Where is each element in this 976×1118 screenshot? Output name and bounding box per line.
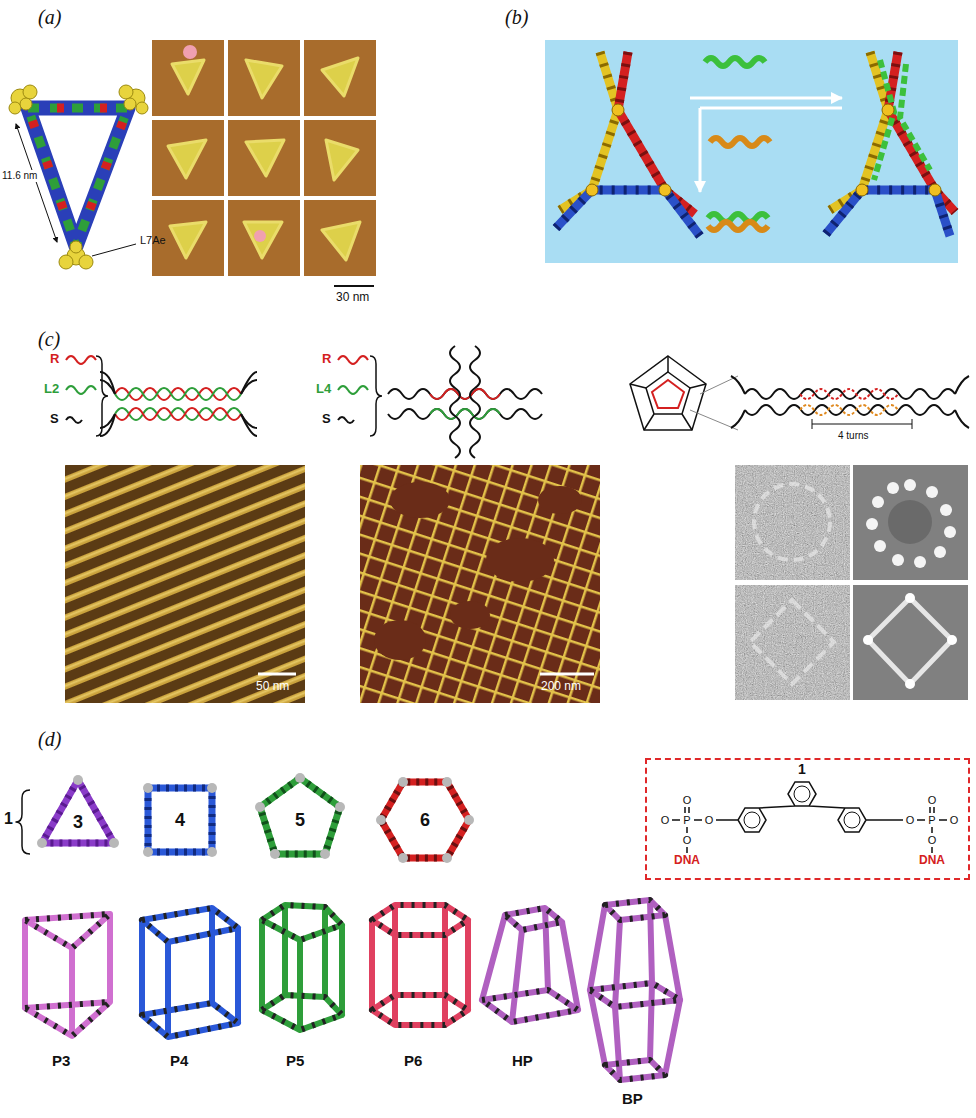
dimension-label: 4 turns xyxy=(838,430,869,442)
atom-label: P xyxy=(683,814,690,827)
microscopy-images xyxy=(65,465,968,703)
strand-label: DNA xyxy=(919,854,945,868)
dynamic-assembly-scheme xyxy=(545,40,958,263)
atom-label: P xyxy=(928,814,935,827)
structure-label: P4 xyxy=(170,1052,188,1069)
strand-label: L4 xyxy=(316,382,331,397)
panel-label: (d) xyxy=(38,728,61,751)
strand-label: R xyxy=(322,352,331,367)
strand-label: S xyxy=(322,412,331,427)
atom-label: O xyxy=(683,794,692,807)
scale-label: 200 nm xyxy=(541,680,581,694)
structure-label: P3 xyxy=(52,1052,70,1069)
structure-box: 1OOPOODNAOOPOODNA xyxy=(645,758,970,880)
structure-label: HP xyxy=(512,1052,533,1069)
component-number: 1 xyxy=(4,810,13,828)
callout-label: L7Ae xyxy=(140,234,166,247)
strand-label: DNA xyxy=(674,854,700,868)
panel-label: (b) xyxy=(505,6,528,29)
strand-label: R xyxy=(50,352,59,367)
dimension-label: 11.6 nm xyxy=(1,170,38,182)
dna-prisms xyxy=(25,900,680,1080)
structure-label: P5 xyxy=(286,1052,304,1069)
dna-rings xyxy=(16,773,474,863)
ring-number: 4 xyxy=(175,810,185,831)
panel-label: (c) xyxy=(38,328,60,351)
atom-label: O xyxy=(661,814,670,827)
atom-label: O xyxy=(683,834,692,847)
scale-label: 50 nm xyxy=(256,680,289,694)
panel-label: (a) xyxy=(38,6,61,29)
atom-label: O xyxy=(928,794,937,807)
tile-schematics xyxy=(66,346,969,458)
scale-label: 30 nm xyxy=(336,291,369,305)
atom-label: O xyxy=(906,814,915,827)
ring-number: 3 xyxy=(73,812,83,833)
atom-label: O xyxy=(928,834,937,847)
strand-label: S xyxy=(50,412,59,427)
afm-image-grid xyxy=(152,40,376,286)
ring-number: 5 xyxy=(295,810,305,831)
structure-label: P6 xyxy=(404,1052,422,1069)
component-number: 1 xyxy=(798,761,806,777)
atom-label: O xyxy=(950,814,959,827)
ring-number: 6 xyxy=(420,810,430,831)
structure-label: BP xyxy=(622,1090,643,1107)
strand-label: L2 xyxy=(44,382,59,397)
atom-label: O xyxy=(705,814,714,827)
